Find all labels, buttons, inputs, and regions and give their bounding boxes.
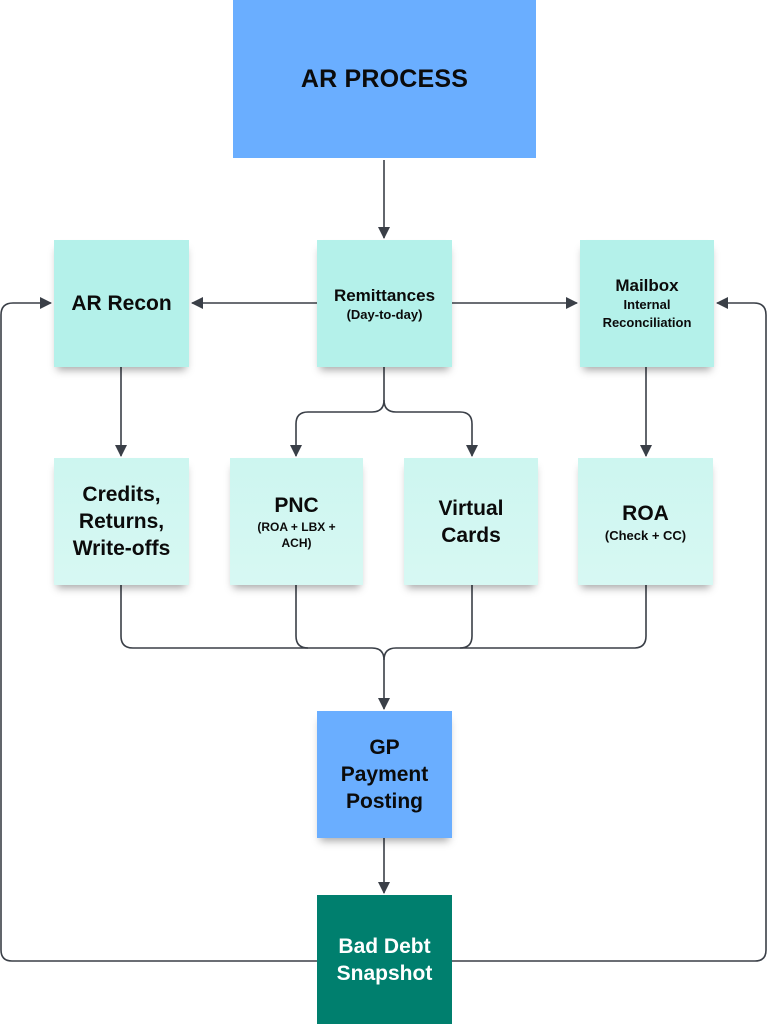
gp-payment-posting-node[interactable]: GP Payment Posting [317, 711, 452, 838]
virtual-cards-line-2: Cards [441, 523, 501, 547]
bad-debt-line-1: Bad Debt [338, 934, 431, 958]
edge-roa-to-gp [383, 585, 647, 661]
ar-recon-node[interactable]: AR Recon [54, 240, 189, 367]
bad-debt-snapshot-node[interactable]: Bad Debt Snapshot [317, 895, 452, 1024]
remittances-node[interactable]: Remittances (Day-to-day) [317, 240, 452, 367]
edge-bad-debt-to-mailbox [452, 297, 767, 962]
remittances-sublabel: (Day-to-day) [346, 306, 423, 322]
pnc-sublabel-2: ACH) [281, 536, 312, 550]
virtual-cards-line-1: Virtual [438, 496, 504, 520]
credits-line-2: Returns, [78, 510, 165, 533]
remittances-label: Remittances [333, 285, 436, 305]
gp-line-1: GP [369, 736, 400, 759]
virtual-cards-node[interactable]: Virtual Cards [404, 458, 538, 585]
gp-line-2: Payment [340, 763, 429, 786]
edge-remittances-to-virtual-cards [383, 399, 478, 457]
pnc-node[interactable]: PNC (ROA + LBX + ACH) [230, 458, 363, 585]
mailbox-sublabel-2: Reconciliation [602, 314, 692, 330]
mailbox-label: Mailbox [615, 275, 679, 295]
credits-returns-writeoffs-node[interactable]: Credits, Returns, Write-offs [54, 458, 189, 585]
edge-bad-debt-to-ar-recon [0, 297, 317, 962]
ar-process-title-node[interactable]: AR PROCESS [233, 0, 536, 158]
edge-credits-to-gp [120, 585, 390, 710]
edge-remittances-to-pnc [290, 367, 385, 457]
edge-virtual-to-gp [459, 585, 473, 649]
mailbox-sublabel-1: Internal [623, 296, 671, 312]
pnc-sublabel-1: (ROA + LBX + [257, 520, 336, 534]
gp-line-3: Posting [346, 790, 423, 813]
ar-recon-label: AR Recon [71, 292, 172, 315]
bad-debt-line-2: Snapshot [336, 961, 433, 985]
roa-sublabel: (Check + CC) [604, 527, 687, 543]
pnc-label: PNC [274, 494, 319, 517]
credits-line-1: Credits, [82, 483, 161, 506]
ar-process-title: AR PROCESS [300, 64, 469, 93]
roa-node[interactable]: ROA (Check + CC) [578, 458, 713, 585]
mailbox-node[interactable]: Mailbox Internal Reconciliation [580, 240, 714, 367]
roa-label: ROA [622, 501, 669, 525]
credits-line-3: Write-offs [72, 537, 171, 560]
edge-pnc-to-gp [295, 585, 309, 649]
